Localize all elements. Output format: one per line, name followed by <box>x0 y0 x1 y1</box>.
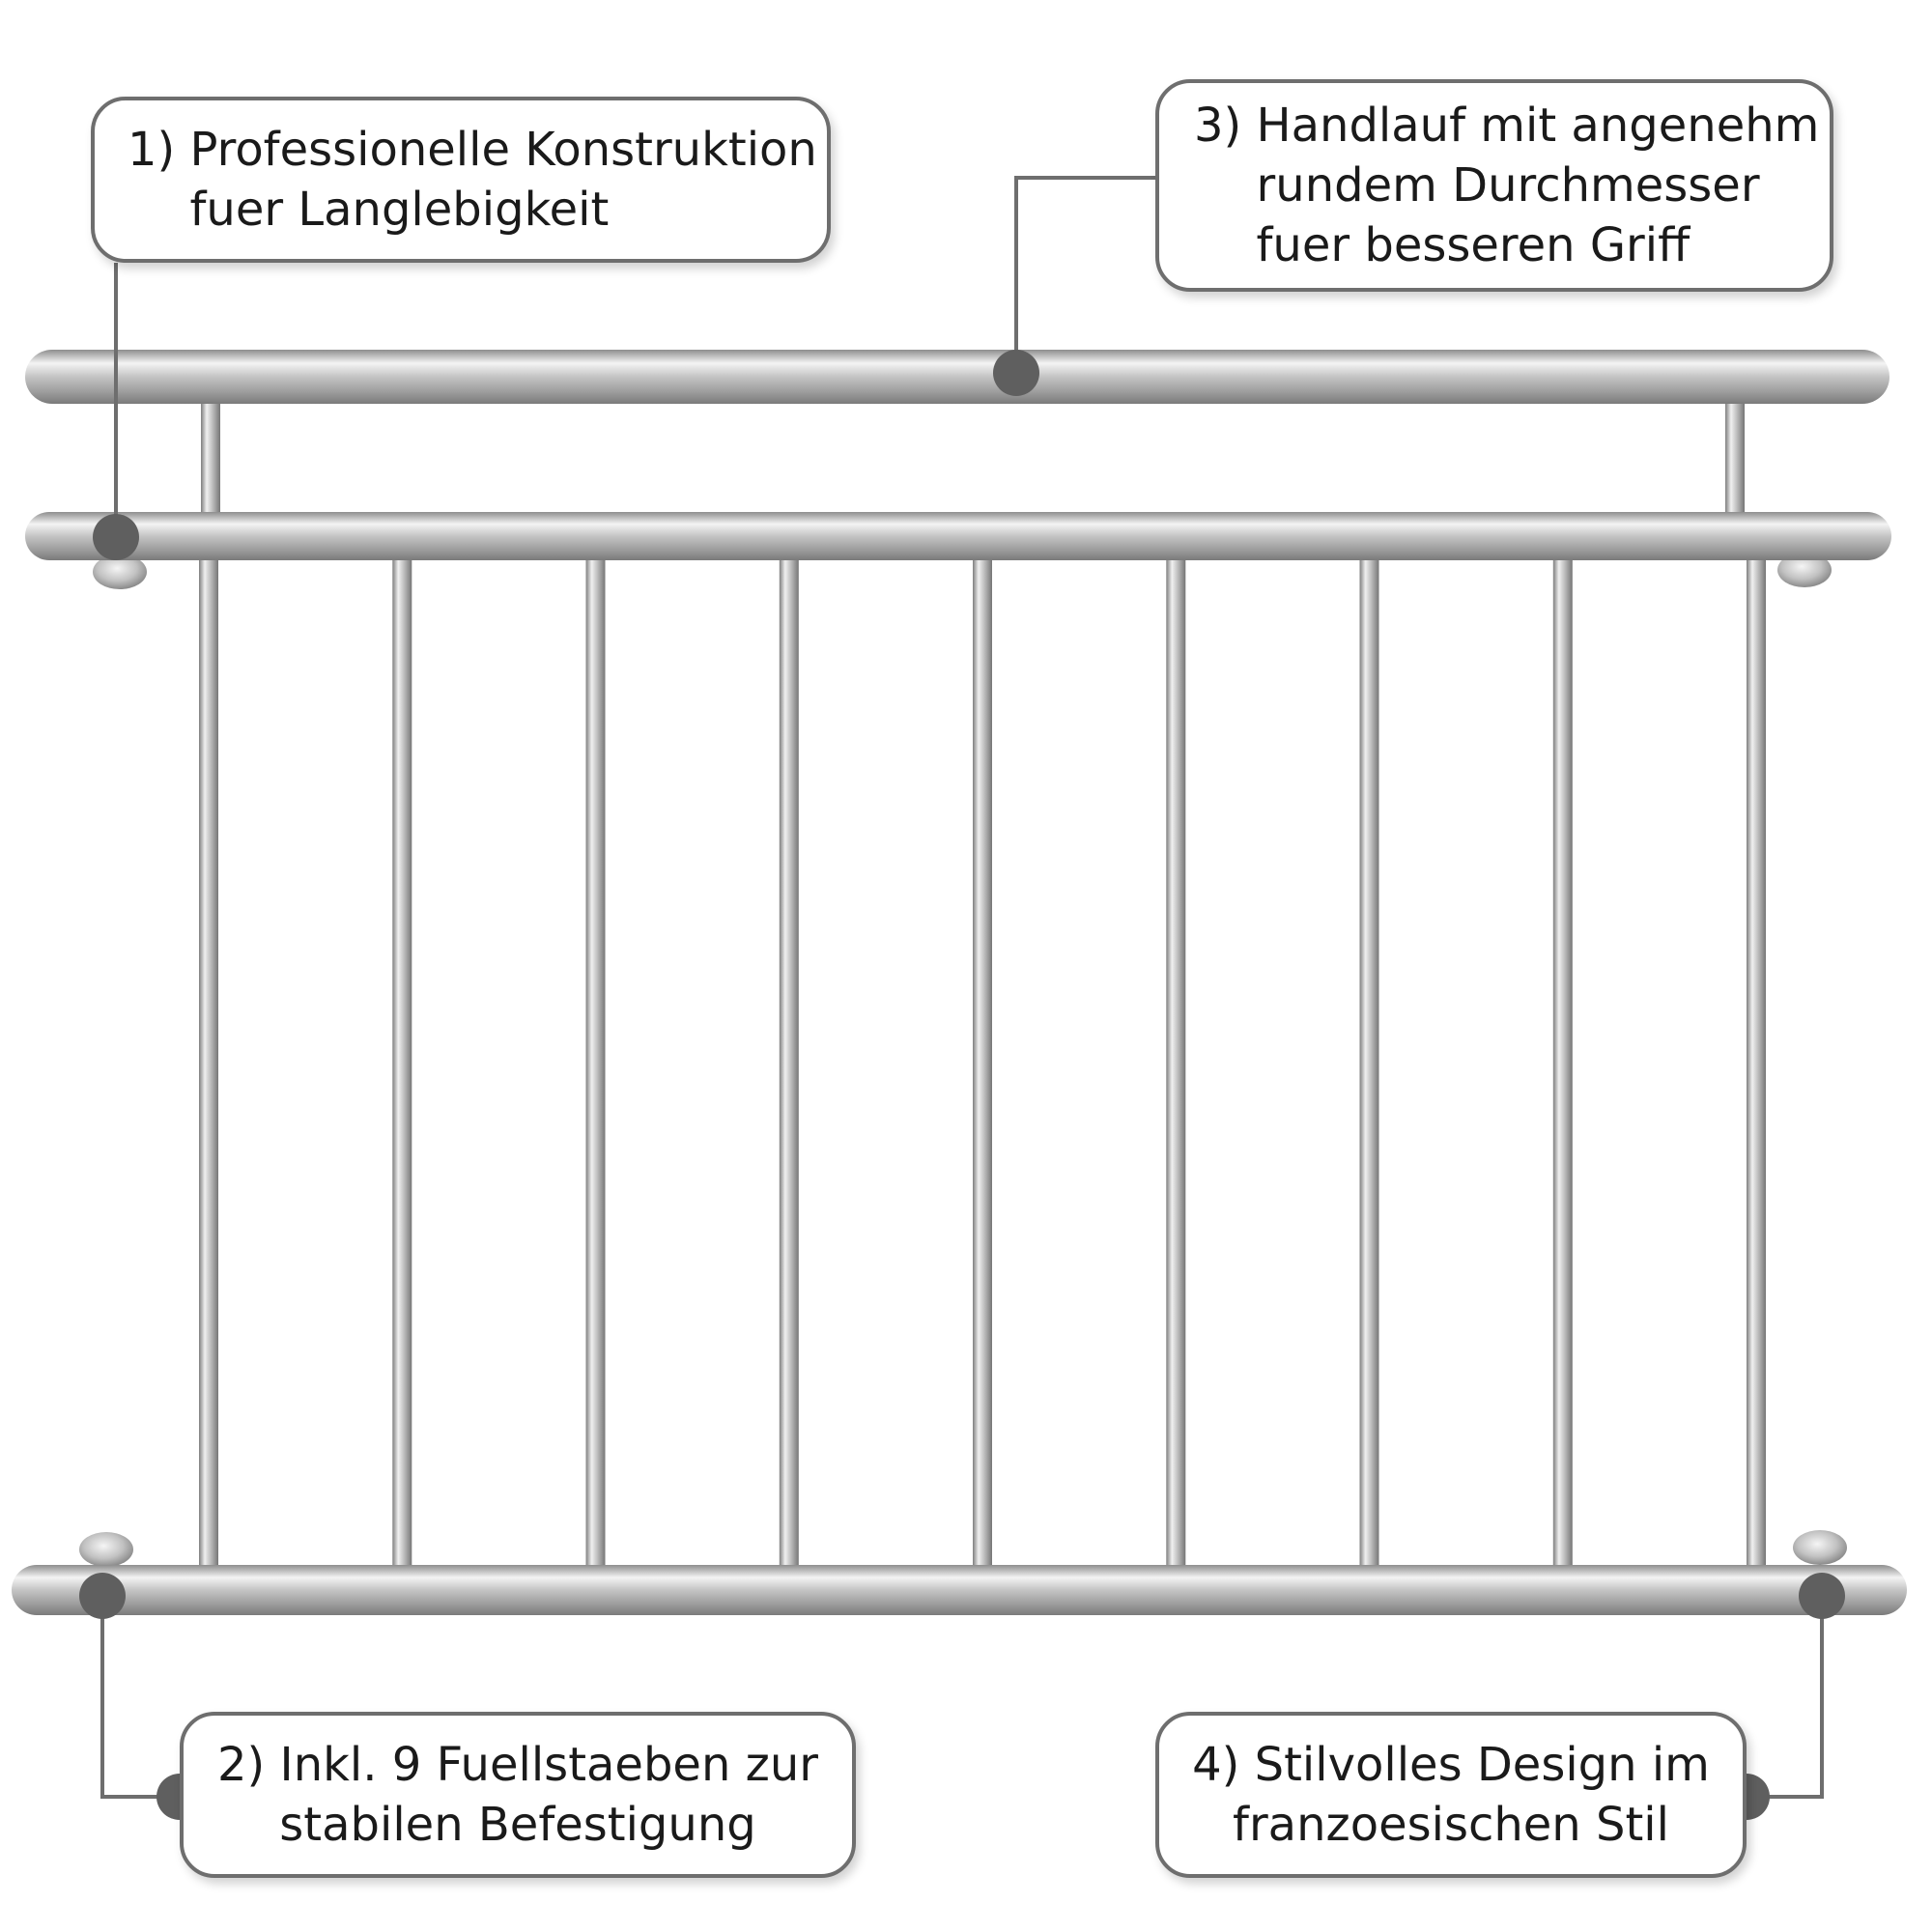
infill-bar <box>1747 551 1766 1578</box>
callout-text-line: rundem Durchmesser <box>1256 158 1760 213</box>
callout-text-line: Professionelle Konstruktion <box>189 123 817 177</box>
infill-bar <box>392 551 412 1578</box>
infill-bar <box>1552 551 1573 1578</box>
callout-text-line: Inkl. 9 Fuellstaeben zur <box>279 1738 818 1792</box>
handrail-support-right <box>1725 398 1745 520</box>
leader-line-4 <box>1747 1596 1824 1799</box>
callout-infill-bars: 2) Inkl. 9 Fuellstaeben zur stabilen Bef… <box>180 1712 856 1878</box>
handrail-tube <box>25 350 1889 404</box>
callout-text-line: fuer besseren Griff <box>1256 218 1690 272</box>
callout-professional-construction: 1) Professionelle Konstruktion fuer Lang… <box>91 97 831 263</box>
infill-bar <box>199 551 218 1578</box>
callout-number: 1) <box>128 123 176 177</box>
wall-mount-bottom-left <box>79 1532 133 1567</box>
callout-handrail: 3) Handlauf mit angenehm rundem Durchmes… <box>1155 79 1833 292</box>
callout-text-line: Handlauf mit angenehm <box>1256 99 1820 153</box>
callout-number: 2) <box>217 1738 266 1792</box>
callout-text-line: franzoesischen Stil <box>1233 1798 1669 1852</box>
callout-number: 4) <box>1192 1738 1240 1792</box>
callout-text-line: stabilen Befestigung <box>279 1798 756 1852</box>
leader-line-2 <box>100 1596 180 1799</box>
middle-rail-tube <box>25 512 1891 560</box>
infill-bars <box>199 551 1766 1578</box>
callout-french-style: 4) Stilvolles Design im franzoesischen S… <box>1155 1712 1747 1878</box>
wall-mount-bottom-right <box>1793 1530 1847 1565</box>
marker-dot-2-rail <box>79 1573 126 1619</box>
handrail-support-left <box>201 398 220 520</box>
marker-dot-1 <box>93 514 139 560</box>
wall-mount-top-left <box>93 554 147 589</box>
infill-bar <box>1359 551 1379 1578</box>
callout-text-line: fuer Langlebigkeit <box>189 183 610 237</box>
infill-bar <box>779 551 799 1578</box>
leader-line-3 <box>1014 176 1155 373</box>
infill-bar <box>1166 551 1186 1578</box>
bottom-rail-tube <box>12 1565 1907 1615</box>
callout-number: 3) <box>1194 99 1242 153</box>
infill-bar <box>973 551 992 1578</box>
infill-bar <box>585 551 606 1578</box>
wall-mount-top-right <box>1777 553 1832 587</box>
marker-dot-4-rail <box>1799 1573 1845 1619</box>
marker-dot-3 <box>993 350 1039 396</box>
callout-text-line: Stilvolles Design im <box>1254 1738 1710 1792</box>
